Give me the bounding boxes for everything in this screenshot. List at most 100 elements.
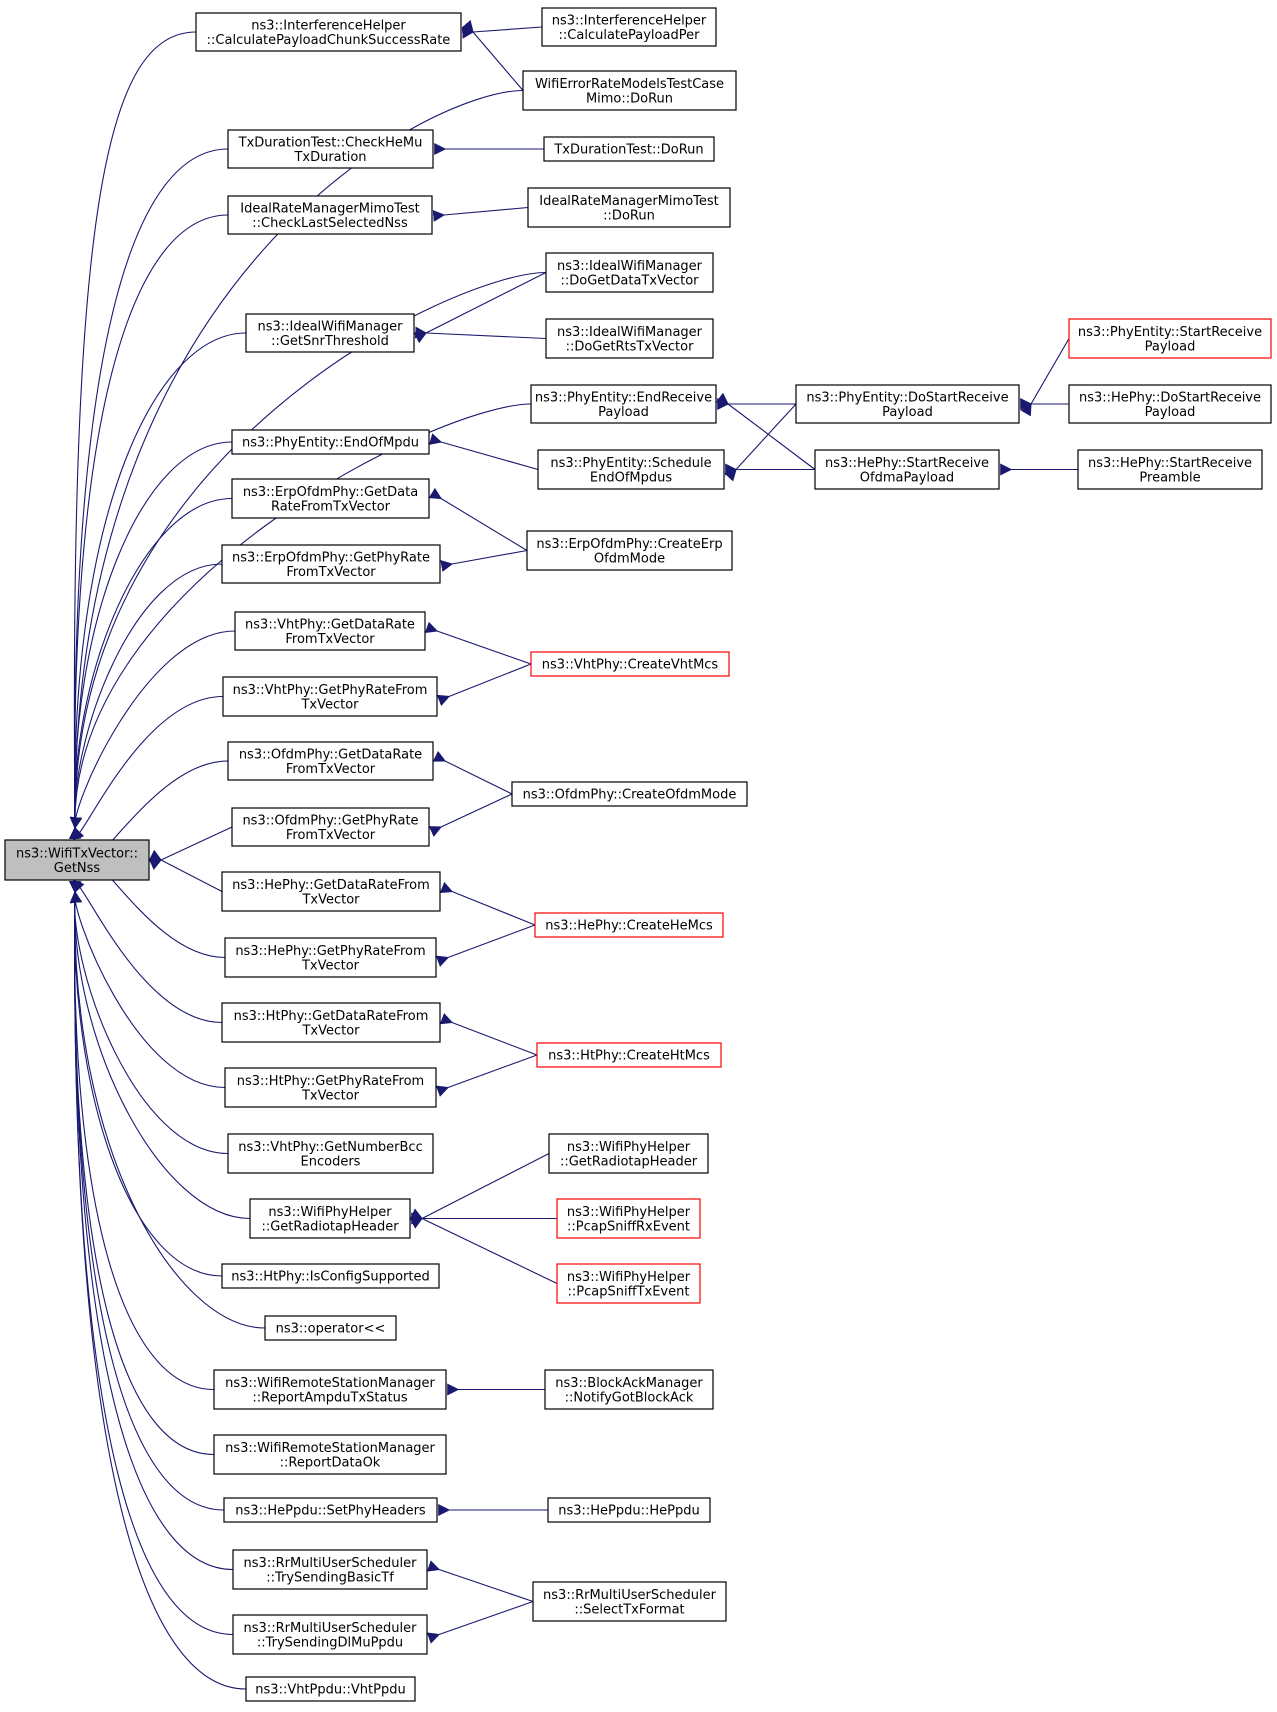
node-label-line: ns3::HePhy::StartReceive (825, 456, 989, 471)
node-rrmultiuserscheduler-trysendingdlmuppdu[interactable]: ns3::RrMultiUserScheduler::TrySendingDlM… (232, 1614, 428, 1655)
node-box (221, 1002, 441, 1043)
node-interferencehelper-calculatepayloadper[interactable]: ns3::InterferenceHelper::CalculatePayloa… (541, 7, 717, 47)
node-idealratemanagermimotest-dorun[interactable]: IdealRateManagerMimoTest::DoRun (527, 187, 731, 228)
node-label-line: Preamble (1139, 470, 1200, 485)
call-edge (439, 1013, 538, 1056)
call-edge (432, 750, 513, 795)
call-edge (428, 433, 539, 471)
node-rrmultiuserscheduler-trysendingbasictf[interactable]: ns3::RrMultiUserScheduler::TrySendingBas… (232, 1549, 428, 1590)
node-rrmultiuserscheduler-selecttxformat[interactable]: ns3::RrMultiUserScheduler::SelectTxForma… (532, 1581, 727, 1622)
node-label-line: ::DoRun (603, 208, 655, 223)
node-label-line: TxDuration (293, 150, 366, 165)
node-wifitxvector-getnss[interactable]: ns3::WifiTxVector::GetNss (4, 839, 150, 881)
call-edge-to-root (69, 441, 233, 839)
node-htphy-createhtmcs[interactable]: ns3::HtPhy::CreateHtMcs (536, 1042, 722, 1068)
node-box (545, 318, 714, 359)
node-label-line: Mimo::DoRun (586, 91, 673, 106)
node-idealwifimanager-dogetrtstxvector[interactable]: ns3::IdealWifiManager::DoGetRtsTxVector (545, 318, 714, 359)
node-wifiremotestationmanager-reportdataok[interactable]: ns3::WifiRemoteStationManager::ReportDat… (213, 1434, 447, 1475)
node-label-line: ns3::RrMultiUserScheduler (244, 1621, 418, 1636)
node-wifiphyhelper-getradiotapheader[interactable]: ns3::WifiPhyHelper::GetRadiotapHeader (249, 1198, 411, 1239)
node-label-line: ns3::VhtPhy::CreateVhtMcs (542, 658, 719, 673)
node-interferencehelper-calculatepayloadchunksuccessrate[interactable]: ns3::InterferenceHelper::CalculatePayloa… (195, 12, 462, 52)
call-edge (428, 487, 528, 551)
node-label-line: FromTxVector (286, 828, 376, 843)
node-box (1068, 318, 1272, 359)
node-label-line: WifiErrorRateModelsTestCase (535, 77, 724, 92)
node-wifiremotestationmanager-reportampdutxstatus[interactable]: ns3::WifiRemoteStationManager::ReportAmp… (213, 1369, 447, 1410)
call-edge-to-root (69, 563, 223, 840)
node-label-line: IdealRateManagerMimoTest (240, 201, 420, 216)
call-edge-to-root (69, 403, 532, 839)
node-wifiphyhelper-pcapsniffrxevent[interactable]: ns3::WifiPhyHelper::PcapSniffRxEvent (556, 1198, 701, 1239)
call-edge (435, 924, 536, 967)
node-box (530, 384, 717, 424)
node-label-line: ns3::PhyEntity::StartReceive (1078, 325, 1262, 340)
node-box (224, 937, 437, 978)
node-box (532, 1581, 727, 1622)
node-txdurationtest-dorun[interactable]: TxDurationTest::DoRun (543, 136, 715, 162)
node-heppdu-setphyheaders[interactable]: ns3::HePpdu::SetPhyHeaders (223, 1497, 438, 1523)
node-idealwifimanager-getsnrthreshold[interactable]: ns3::IdealWifiManager::GetSnrThreshold (245, 313, 415, 353)
node-wifiphyhelper-pcapsnifftxevent[interactable]: ns3::WifiPhyHelper::PcapSniffTxEvent (556, 1263, 701, 1304)
node-vhtphy-createvhtmcs[interactable]: ns3::VhtPhy::CreateVhtMcs (530, 651, 730, 677)
node-idealratemanagermimotest-checklastselectednss[interactable]: IdealRateManagerMimoTest::CheckLastSelec… (227, 195, 433, 235)
node-label-line: ::DoGetRtsTxVector (566, 339, 695, 354)
node-label-line: ns3::PhyEntity::Schedule (550, 456, 711, 471)
node-label-line: ns3::InterferenceHelper (251, 18, 406, 33)
node-blockackmanager-notifygotblockack[interactable]: ns3::BlockAckManager::NotifyGotBlockAck (544, 1369, 714, 1410)
node-wifiphyhelper-getradiotapheader[interactable]: ns3::WifiPhyHelper::GetRadiotapHeader (548, 1133, 709, 1174)
node-box (232, 1549, 428, 1590)
node-operator[interactable]: ns3::operator<< (264, 1315, 397, 1341)
node-phyentity-endofmpdu[interactable]: ns3::PhyEntity::EndOfMpdu (231, 429, 430, 455)
node-label-line: ns3::HePhy::StartReceive (1088, 456, 1252, 471)
node-box (537, 449, 725, 490)
node-box (536, 1042, 722, 1068)
node-label-line: ns3::OfdmPhy::GetPhyRate (242, 813, 418, 828)
node-label-line: ns3::IdealWifiManager (557, 259, 703, 274)
call-edge-to-root (69, 214, 229, 839)
node-box (231, 478, 430, 519)
node-ofdmphy-createofdmmode[interactable]: ns3::OfdmPhy::CreateOfdmMode (511, 781, 748, 807)
node-hephy-createhemcs[interactable]: ns3::HePhy::CreateHeMcs (534, 912, 724, 938)
node-label-line: ns3::ErpOfdmPhy::GetData (243, 485, 418, 500)
node-box (530, 651, 730, 677)
node-label-line: ns3::HePhy::GetDataRateFrom (232, 878, 430, 893)
node-label-line: ns3::HePpdu::SetPhyHeaders (235, 1504, 426, 1519)
node-heppdu-heppdu[interactable]: ns3::HePpdu::HePpdu (547, 1497, 711, 1523)
node-label-line: ns3::VhtPhy::GetNumberBcc (238, 1140, 422, 1155)
node-label-line: Payload (1145, 339, 1196, 354)
node-idealwifimanager-dogetdatatxvector[interactable]: ns3::IdealWifiManager::DoGetDataTxVector (545, 252, 714, 293)
node-label-line: ::PcapSniffRxEvent (567, 1219, 690, 1234)
node-box (814, 449, 1000, 490)
node-label-line: TxDurationTest::CheckHeMu (238, 135, 423, 150)
node-label-line: ns3::operator<< (276, 1322, 386, 1337)
node-htphy-isconfigsupported[interactable]: ns3::HtPhy::IsConfigSupported (221, 1263, 440, 1289)
node-box (227, 129, 434, 169)
node-box (234, 611, 426, 651)
node-label-line: ns3::WifiRemoteStationManager (225, 1376, 435, 1391)
node-label-line: ::CheckLastSelectedNss (252, 216, 408, 231)
node-vhtppdu-vhtppdu[interactable]: ns3::VhtPpdu::VhtPpdu (245, 1676, 416, 1702)
